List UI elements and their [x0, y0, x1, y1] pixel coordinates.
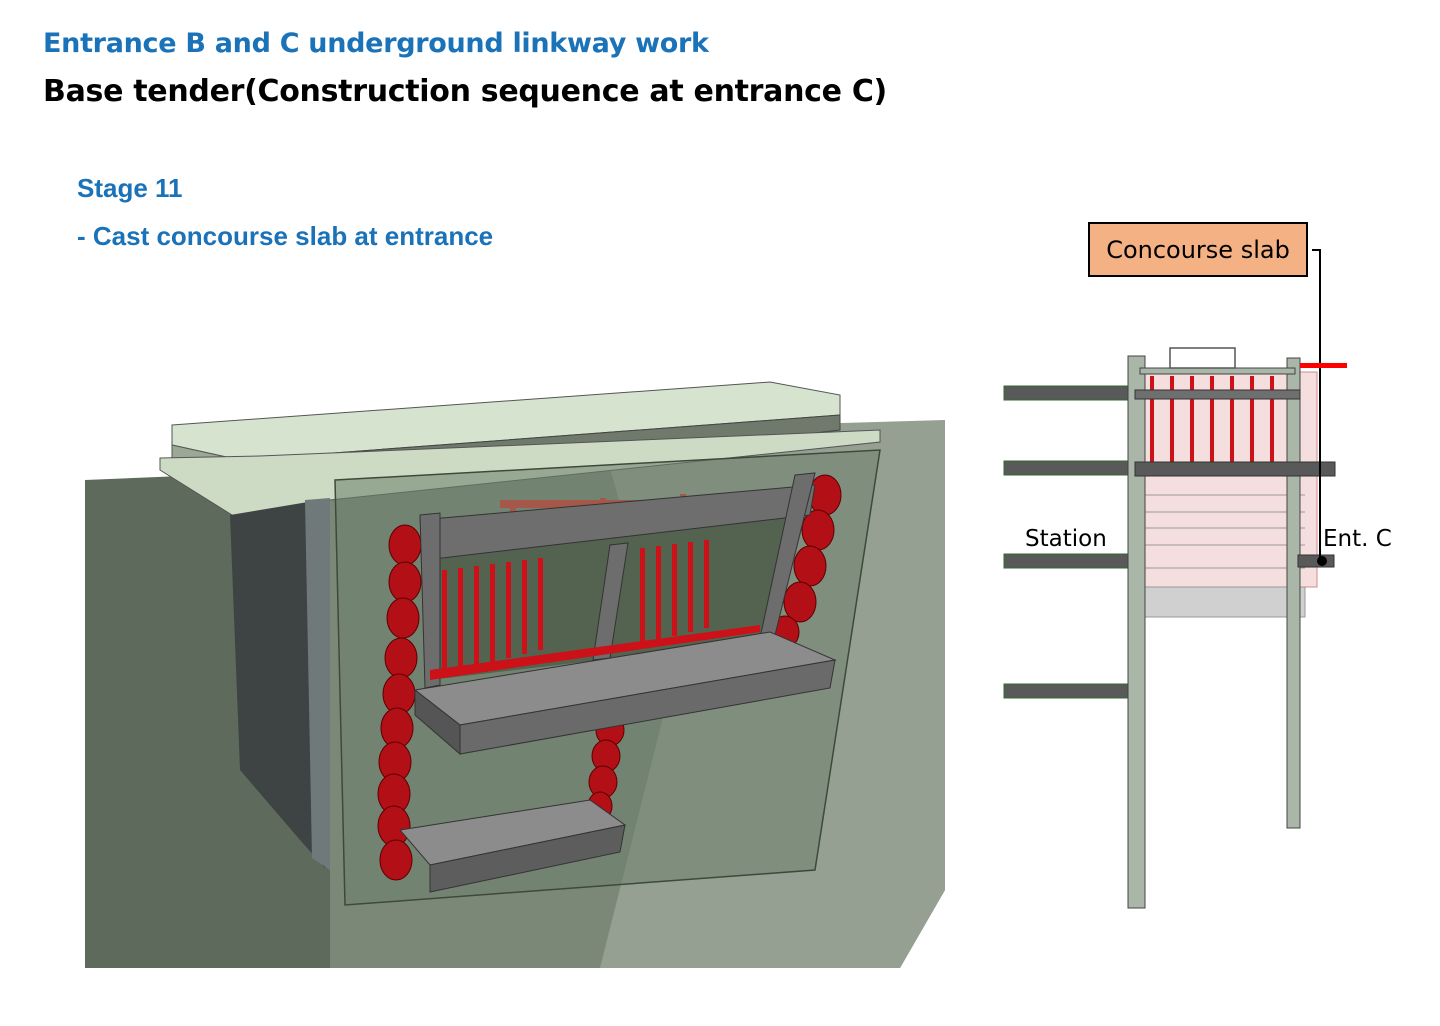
station-column-side	[305, 498, 330, 870]
strut-lines	[1145, 494, 1305, 569]
entrance-c-label: Ent. C	[1323, 526, 1392, 552]
station-slab-1	[1003, 385, 1135, 401]
header-title: Entrance B and C underground linkway wor…	[43, 28, 709, 59]
parapet	[1169, 347, 1236, 369]
concourse-slab-side	[414, 688, 461, 756]
top-cap	[1139, 367, 1296, 375]
lower-fill	[1144, 586, 1306, 618]
header-subtitle: Base tender(Construction sequence at ent…	[43, 74, 887, 109]
station-wall	[1127, 355, 1146, 909]
section-rebars	[1150, 376, 1274, 466]
3d-model-illustration	[85, 381, 945, 968]
left-post	[419, 512, 441, 689]
leader-dot	[1317, 556, 1327, 566]
station-column	[230, 500, 325, 868]
strut-upper	[1134, 389, 1301, 400]
entrance-wall	[1286, 357, 1301, 829]
station-label: Station	[1025, 526, 1107, 552]
station-slab-4	[1003, 683, 1135, 699]
callout-leader-line	[1312, 249, 1321, 560]
station-slab-2	[1003, 460, 1135, 476]
rebar-cage	[442, 540, 709, 670]
base-slab-front	[429, 824, 626, 893]
station-slab-3	[1003, 553, 1135, 569]
concourse-slab-callout: Concourse slab	[1088, 222, 1308, 277]
level-marker	[1300, 363, 1347, 368]
stage-description: - Cast concourse slab at entrance	[77, 221, 494, 251]
ent-c-slab	[1297, 554, 1335, 568]
section-view	[1003, 249, 1347, 909]
rebar-bottom-bar	[430, 625, 760, 680]
stage-title: Stage 11	[77, 173, 183, 203]
piles-left	[377, 524, 422, 881]
concourse-slab-section	[1134, 461, 1336, 477]
